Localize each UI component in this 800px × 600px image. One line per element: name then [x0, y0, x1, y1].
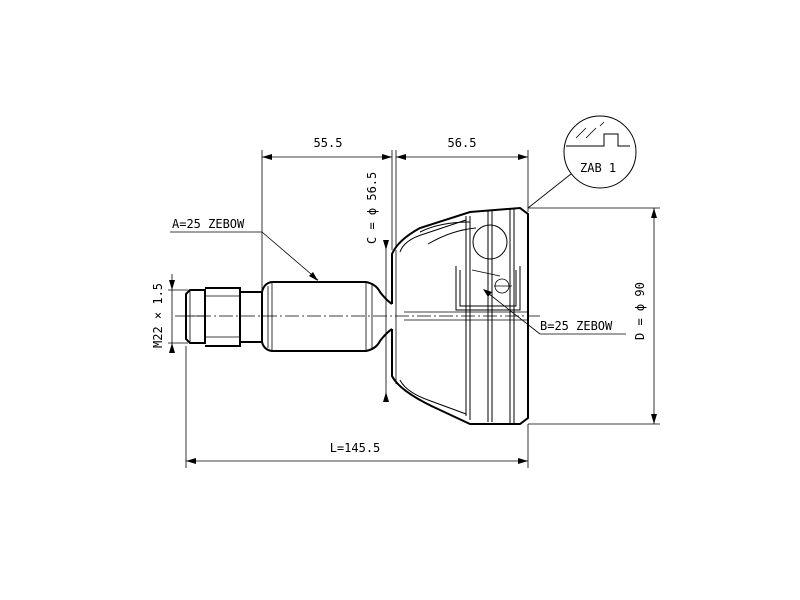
dim-thread-label: M22 × 1.5: [151, 283, 165, 348]
dim-bell-length: 56.5: [395, 136, 529, 248]
dim-shaft-length-label: 55.5: [314, 136, 343, 150]
dim-bell-length-label: 56.5: [448, 136, 477, 150]
spline-b-label: B=25 ZEBOW: [540, 319, 613, 333]
dim-outer-diameter: D = ϕ 90: [528, 207, 660, 425]
dim-thread: M22 × 1.5: [151, 274, 188, 353]
leader-spline-b: B=25 ZEBOW: [483, 289, 626, 335]
threaded-stub: [185, 287, 263, 347]
detail-bubble: ZAB 1: [527, 115, 637, 209]
shaft: [261, 281, 393, 352]
detail-label: ZAB 1: [580, 161, 616, 175]
dim-total-length: L=145.5: [185, 346, 529, 468]
leader-spline-a: A=25 ZEBOW: [170, 217, 319, 281]
dim-seat-diameter: C = ϕ 56.5: [365, 172, 389, 402]
dim-outer-diameter-label: D = ϕ 90: [633, 282, 647, 340]
dim-seat-diameter-label: C = ϕ 56.5: [365, 172, 379, 244]
dim-shaft-length: 55.5: [261, 136, 393, 290]
detail-circle: [563, 115, 637, 189]
outer-bell: [391, 206, 529, 425]
spline-a-label: A=25 ZEBOW: [172, 217, 245, 231]
dim-total-length-label: L=145.5: [330, 441, 381, 455]
